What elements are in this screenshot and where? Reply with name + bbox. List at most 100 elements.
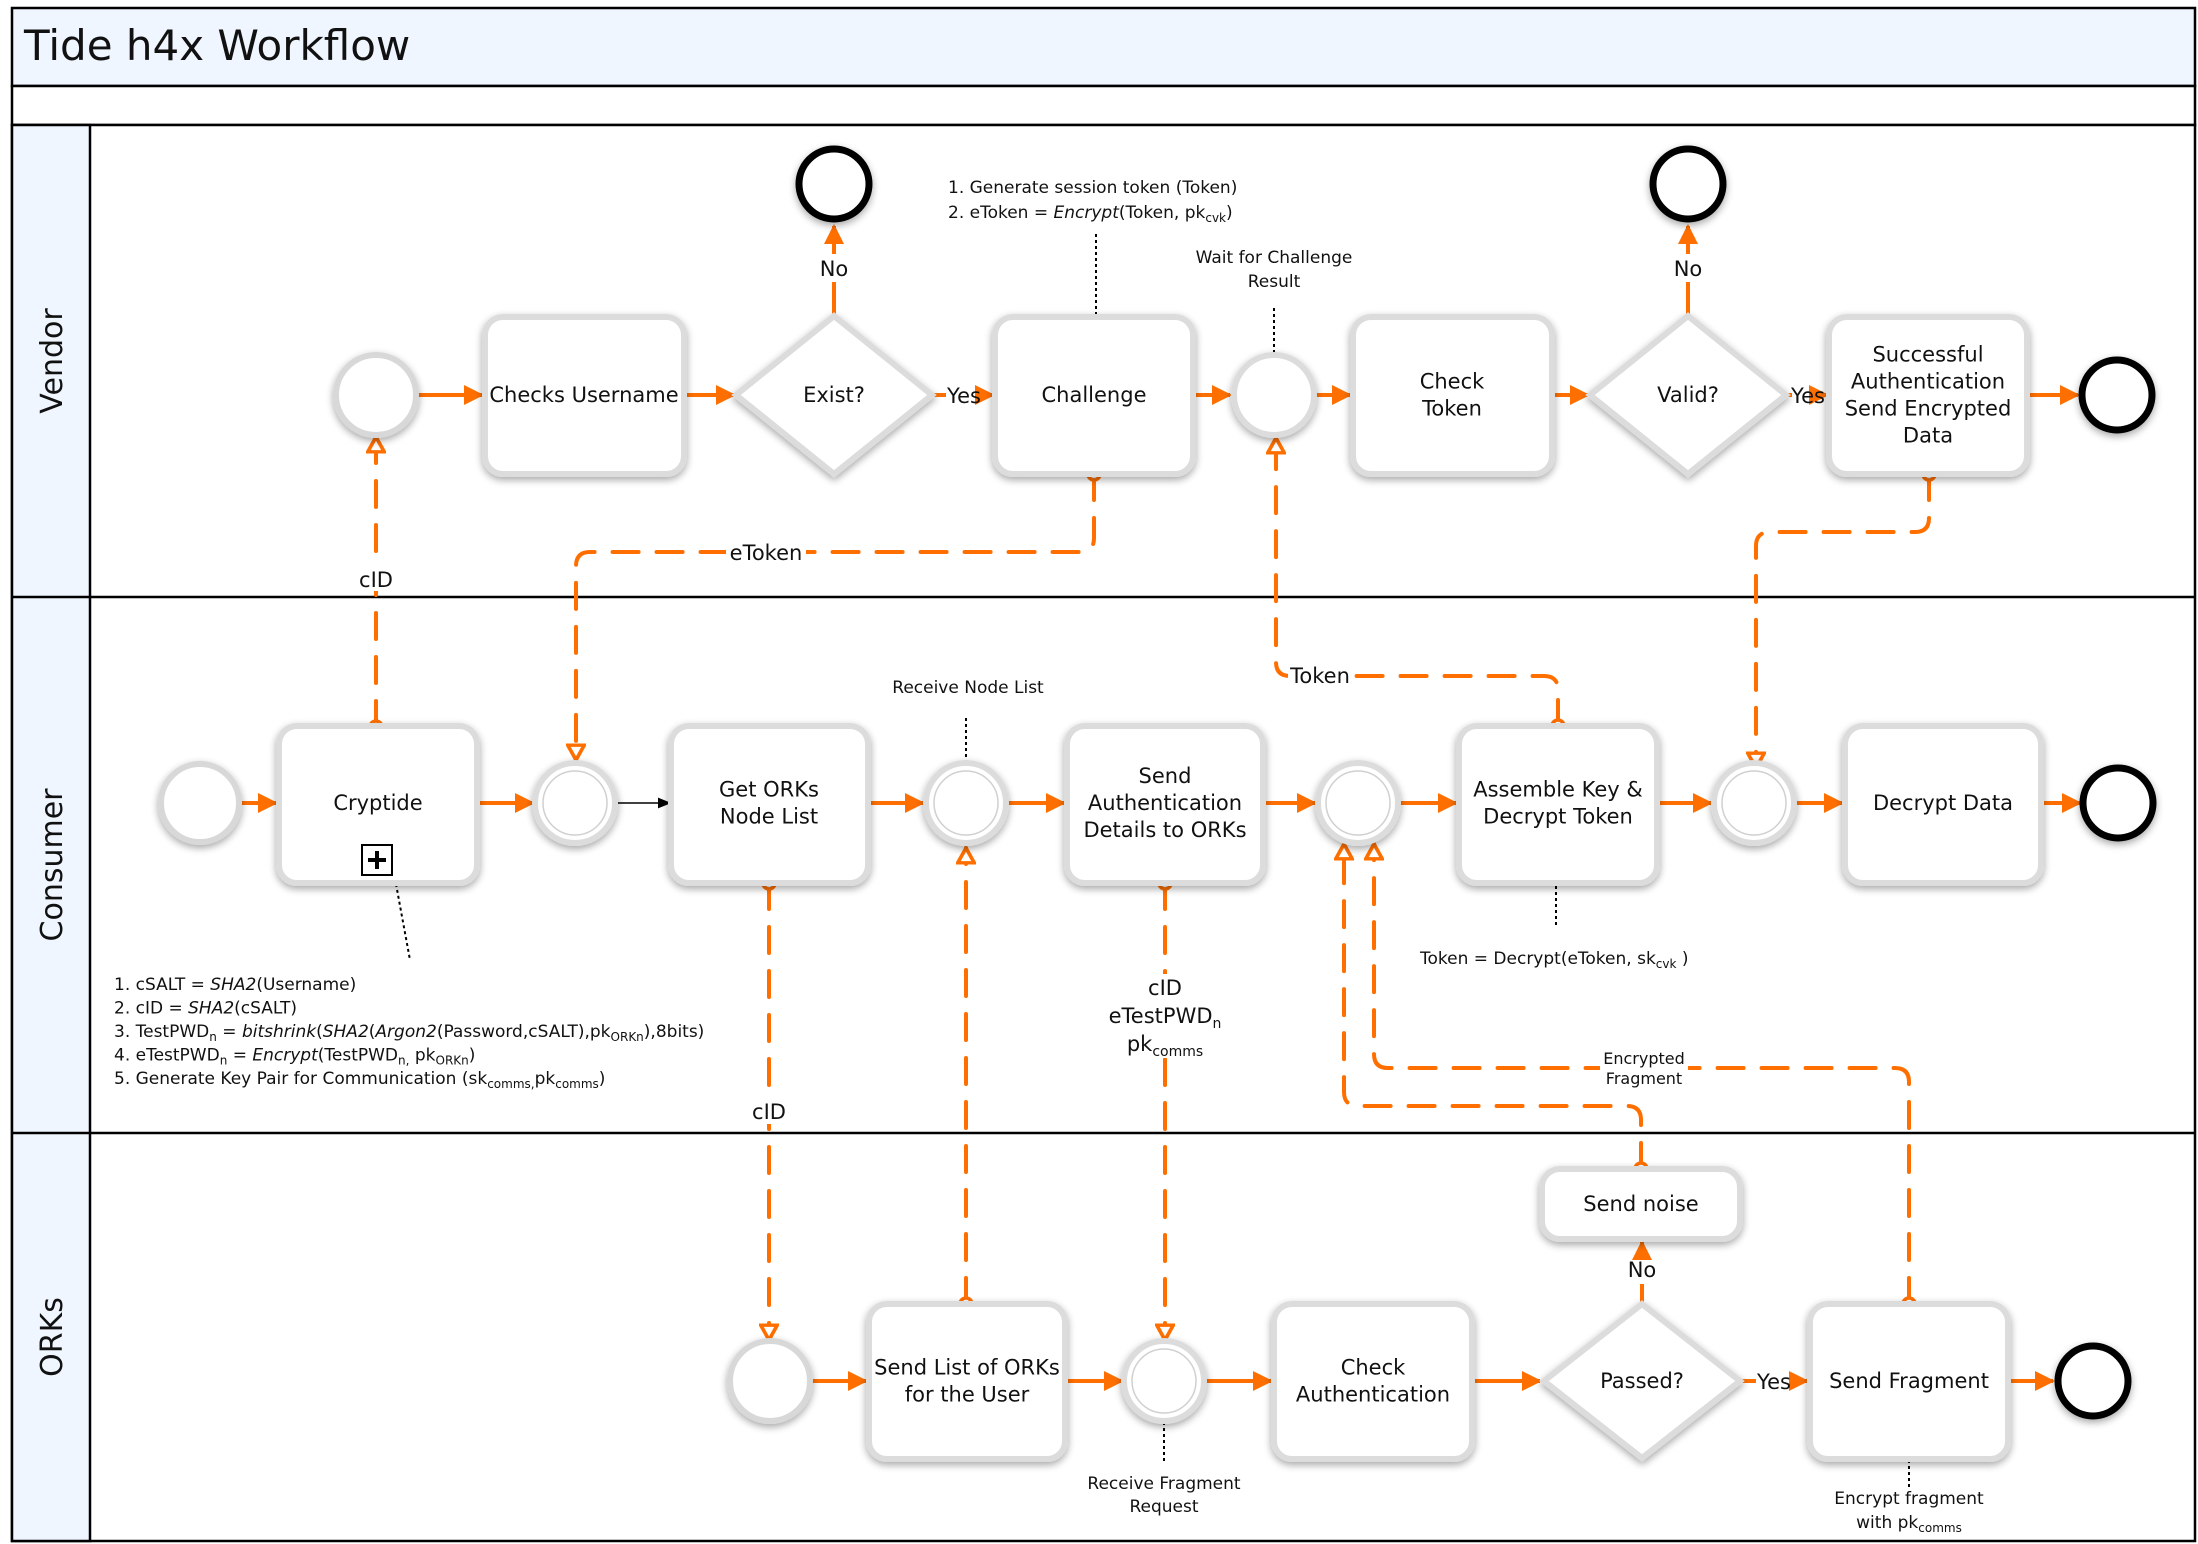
sequence-flows xyxy=(240,224,2082,1381)
task-get-orks[interactable] xyxy=(668,723,871,886)
consumer-start-event[interactable] xyxy=(158,761,242,845)
shapes xyxy=(158,145,2157,1462)
task-send-noise[interactable] xyxy=(1539,1166,1743,1242)
cryptide-step: 5. Generate Key Pair for Communication (… xyxy=(114,1069,605,1091)
label-cryptide: Cryptide xyxy=(333,791,422,815)
task-check-authentication[interactable] xyxy=(1271,1301,1475,1462)
label-message-cid-vendor: cID xyxy=(359,568,393,592)
task-send-list-of-orks[interactable] xyxy=(866,1301,1068,1462)
label-assemble-key: Assemble Key &Decrypt Token xyxy=(1473,778,1643,829)
subprocess-marker[interactable] xyxy=(361,844,393,876)
page-title: Tide h4x Workflow xyxy=(23,21,410,70)
intermediate-inner-rings xyxy=(542,770,1787,1414)
label-exist-no: No xyxy=(820,257,849,281)
label-checks-username: Checks Username xyxy=(489,383,678,407)
intermediate-event-fragments[interactable] xyxy=(1315,760,1401,846)
message-flow-etoken[interactable] xyxy=(576,474,1094,760)
task-checks-username[interactable] xyxy=(482,314,687,477)
label-send-fragment: Send Fragment xyxy=(1829,1369,1989,1393)
consumer-end-event[interactable] xyxy=(2079,764,2157,842)
intermediate-event-encrypted-data[interactable] xyxy=(1711,760,1797,846)
encrypted-fragment-label: Encrypted Fragment xyxy=(1600,1046,1688,1088)
label-valid: Valid? xyxy=(1657,383,1719,407)
label-passed-yes: Yes xyxy=(1756,1370,1791,1394)
subtitle-row xyxy=(10,84,2197,127)
label-encrypted-fragment-1: Encrypted xyxy=(1603,1049,1685,1068)
associations xyxy=(395,234,1910,1490)
task-assemble-key[interactable] xyxy=(1456,723,1660,886)
intermediate-event-wait[interactable] xyxy=(1231,352,1317,438)
note-challenge-1: 1. Generate session token (Token) xyxy=(948,178,1237,198)
title-bar xyxy=(10,6,2197,88)
annotations: 1. Generate session token (Token) 2. eTo… xyxy=(114,178,1984,1535)
end-event-valid-no[interactable] xyxy=(1649,145,1727,223)
end-event-exist-no[interactable] xyxy=(795,145,873,223)
note-token-decrypt: Token = Decrypt(eToken, skcvk ) xyxy=(1419,949,1689,971)
label-message-etoken: eToken xyxy=(730,541,803,565)
message-flow-encrypted-data[interactable] xyxy=(1756,474,1929,768)
task-challenge[interactable] xyxy=(992,314,1196,477)
label-exist-yes: Yes xyxy=(946,384,981,408)
cryptide-step: 1. cSALT = SHA2(Username) xyxy=(114,975,356,995)
note-receive-fragment-2: Request xyxy=(1129,1497,1198,1517)
label-passed: Passed? xyxy=(1600,1369,1684,1393)
label-passed-no: No xyxy=(1628,1258,1657,1282)
orks-end-event[interactable] xyxy=(2054,1342,2132,1420)
intermediate-event-receive-node-list[interactable] xyxy=(923,760,1009,846)
label-valid-yes: Yes xyxy=(1790,384,1825,408)
label-decrypt-data: Decrypt Data xyxy=(1873,791,2013,815)
orks-start-event[interactable] xyxy=(727,1338,813,1424)
note-receive-node-list: Receive Node List xyxy=(892,678,1044,698)
cryptide-step: 2. cID = SHA2(cSALT) xyxy=(114,999,297,1019)
task-check-token[interactable] xyxy=(1350,314,1555,477)
intermediate-event-receive-fragment-request[interactable] xyxy=(1121,1338,1207,1424)
note-encrypt-fragment-2: with pkcomms xyxy=(1856,1513,1962,1535)
note-encrypt-fragment-1: Encrypt fragment xyxy=(1834,1489,1984,1509)
intermediate-event-etoken[interactable] xyxy=(532,760,618,846)
task-successful-authentication[interactable] xyxy=(1826,314,2030,477)
label-send-noise: Send noise xyxy=(1583,1192,1698,1216)
auth-details-line: cID xyxy=(1148,976,1182,1000)
label-challenge: Challenge xyxy=(1042,383,1147,407)
message-flow-token[interactable] xyxy=(1276,438,1558,726)
lane-header-column xyxy=(10,123,92,1543)
task-send-fragment[interactable] xyxy=(1807,1301,2011,1462)
vendor-end-event[interactable] xyxy=(2078,356,2156,434)
task-send-authentication[interactable] xyxy=(1064,723,1266,886)
auth-details-line: pkcomms xyxy=(1127,1032,1203,1060)
cryptide-step: 4. eTestPWDn = Encrypt(TestPWDn, pkORKn) xyxy=(114,1046,475,1068)
flow-labels: No Yes No Yes No Yes xyxy=(818,254,1825,1394)
note-cryptide-steps: 1. cSALT = SHA2(Username) 2. cID = SHA2(c… xyxy=(114,975,704,1091)
label-valid-no: No xyxy=(1674,257,1703,281)
task-decrypt-data[interactable] xyxy=(1842,723,2044,886)
label-encrypted-fragment-2: Fragment xyxy=(1606,1069,1682,1088)
gateway-passed[interactable] xyxy=(1539,1300,1745,1462)
lane-label-orks: ORKs xyxy=(35,1297,70,1377)
label-message-cid-orks: cID xyxy=(752,1100,786,1124)
cryptide-step: 3. TestPWDn = bitshrink(SHA2(Argon2(Pass… xyxy=(114,1022,704,1044)
note-wait-1: Wait for Challenge xyxy=(1196,248,1353,268)
gateway-valid[interactable] xyxy=(1585,312,1791,478)
vendor-start-event[interactable] xyxy=(333,352,419,438)
association-cryptide-steps xyxy=(395,883,411,961)
label-message-token: Token xyxy=(1289,664,1350,688)
lane-label-vendor: Vendor xyxy=(35,308,70,414)
gateway-exist[interactable] xyxy=(731,312,937,478)
lane-label-consumer: Consumer xyxy=(35,788,70,942)
task-cryptide[interactable] xyxy=(276,723,480,886)
auth-details-line: eTestPWDn xyxy=(1109,1004,1222,1032)
note-wait-2: Result xyxy=(1248,272,1301,292)
label-exist: Exist? xyxy=(803,383,865,407)
note-receive-fragment-1: Receive Fragment xyxy=(1087,1474,1240,1494)
note-challenge-2: 2. eToken = Encrypt(Token, pkcvk) xyxy=(948,203,1233,225)
